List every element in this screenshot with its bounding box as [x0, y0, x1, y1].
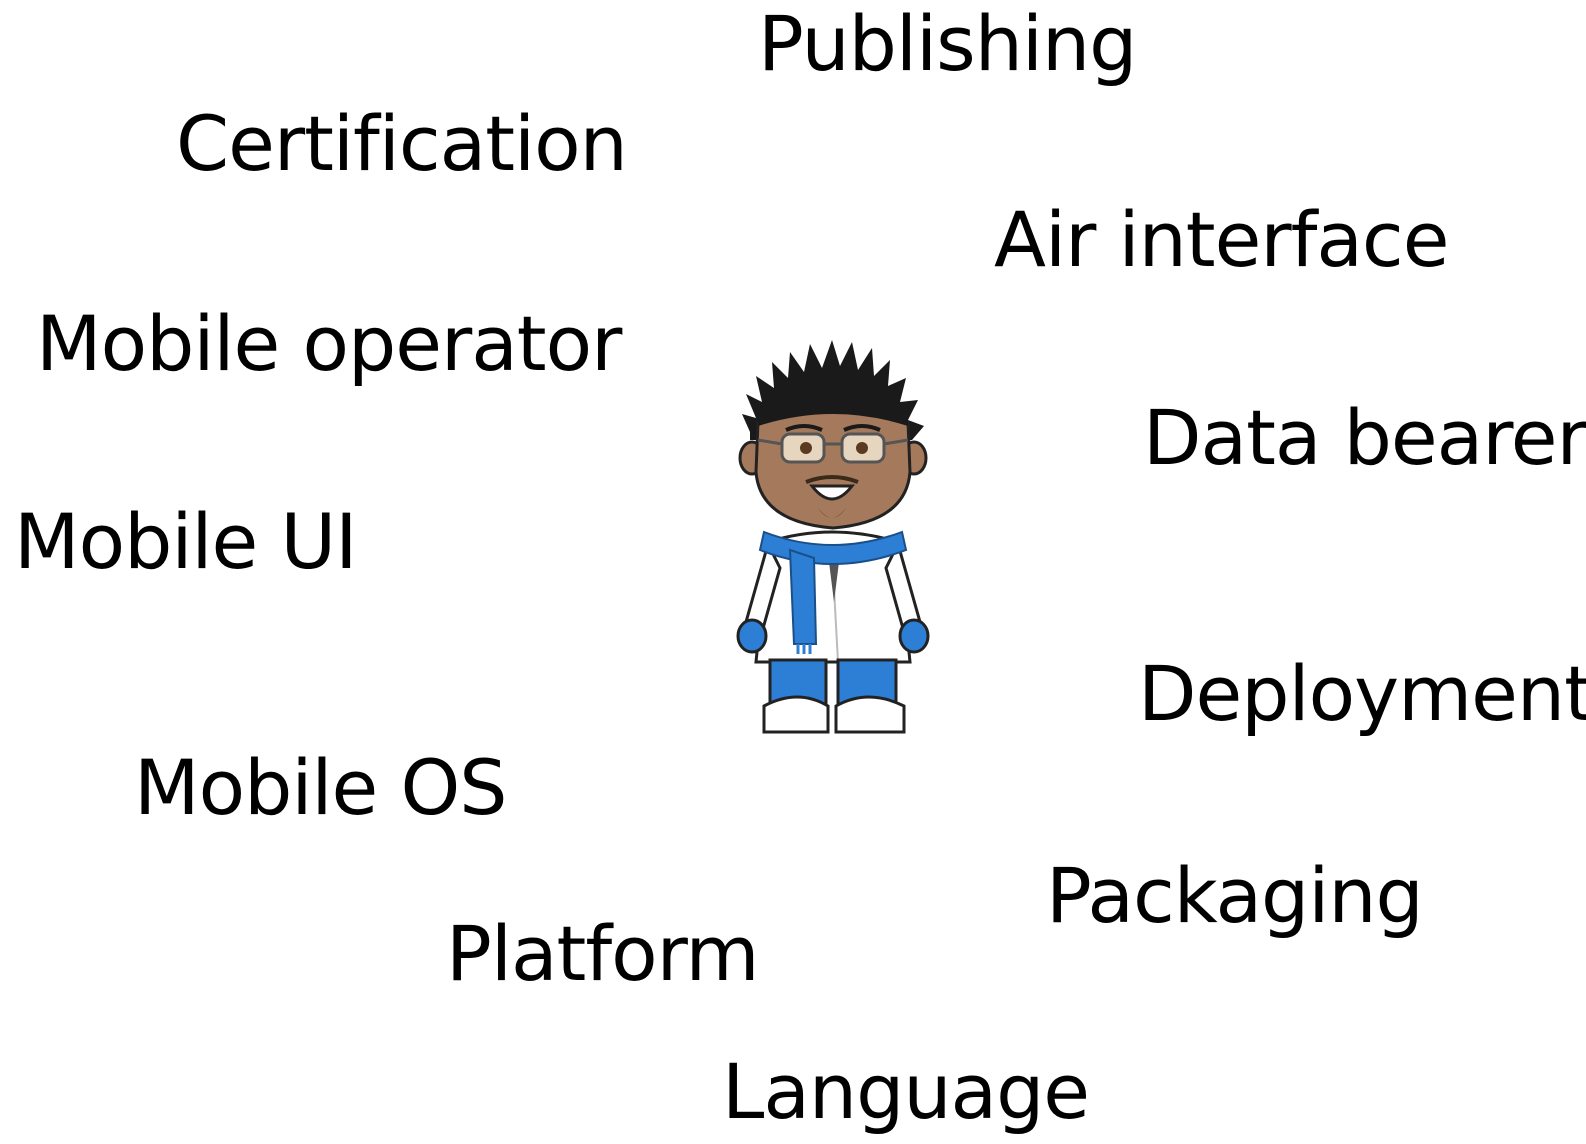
term-mobile-os: Mobile OS — [134, 743, 508, 832]
term-air-interface: Air interface — [994, 195, 1449, 284]
shoes — [762, 695, 906, 734]
term-packaging: Packaging — [1046, 851, 1424, 940]
term-publishing: Publishing — [758, 0, 1137, 88]
term-mobile-ui: Mobile UI — [14, 497, 357, 586]
term-platform: Platform — [446, 909, 760, 998]
developer-avatar-icon — [728, 322, 938, 742]
term-certification: Certification — [176, 99, 628, 188]
term-deployment: Deployment — [1138, 649, 1586, 738]
term-language: Language — [722, 1047, 1090, 1136]
glasses — [757, 432, 909, 464]
term-data-bearer: Data bearer — [1143, 393, 1586, 482]
term-mobile-operator: Mobile operator — [36, 299, 622, 388]
scarf — [758, 530, 908, 654]
